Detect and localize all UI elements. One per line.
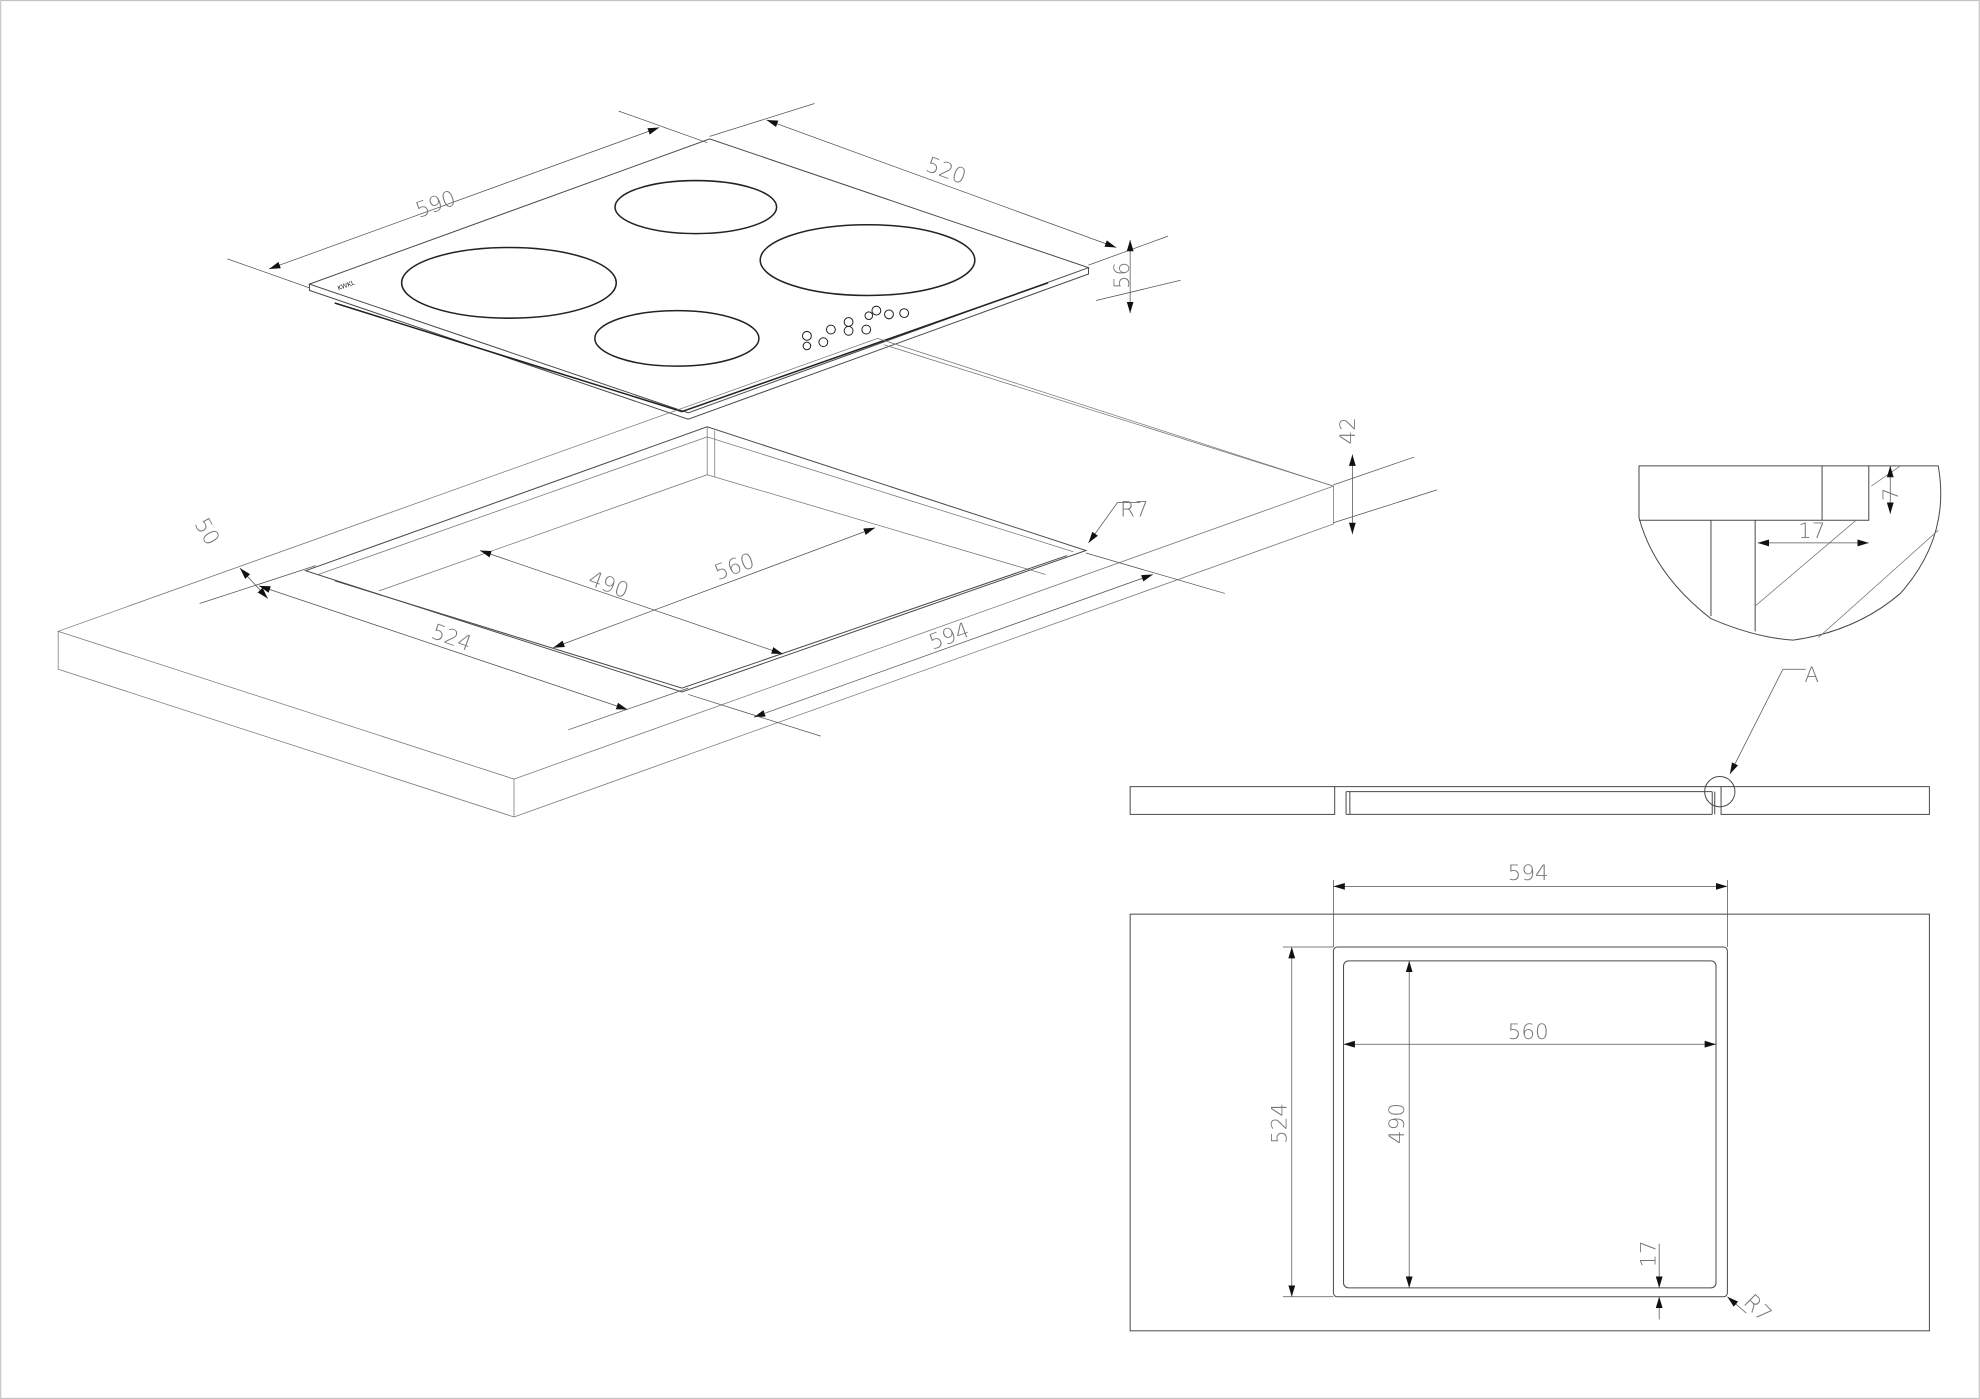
detail-a-outline	[1638, 465, 1942, 641]
hob-width-label: 590	[412, 186, 459, 223]
iso-cutout-width-label: 594	[926, 618, 973, 655]
plan-cutout-depth-label: 524	[1268, 1103, 1293, 1144]
worktop-isometric: 42 R7 50 490 560 524 594	[57, 337, 1438, 818]
edge-offset-label: 50	[189, 514, 224, 550]
touch-controls	[801, 305, 910, 351]
inner-opening	[1343, 960, 1717, 1289]
plan-corner-radius-label: R7	[1738, 1290, 1776, 1328]
detail-callout-label: A	[1804, 663, 1819, 688]
burner-right	[759, 223, 976, 297]
iso-inner-depth-label: 490	[585, 567, 632, 604]
plan-rebate-label: 17	[1636, 1240, 1661, 1267]
iso-cutout-depth-label: 524	[428, 620, 475, 657]
plan-cutout-width-label: 594	[1508, 861, 1549, 886]
worktop-section	[1129, 776, 1930, 815]
detail-a: 7 17 A	[1638, 465, 1942, 775]
burner-rear	[614, 179, 778, 235]
worktop-thickness-label: 42	[1336, 417, 1361, 444]
hob-depth-label: 520	[922, 152, 969, 189]
iso-corner-radius-label: R7	[1120, 497, 1149, 522]
iso-inner-width-label: 560	[711, 549, 758, 586]
detail-step-height-label: 7	[1879, 488, 1904, 502]
brand-mark: KWKL	[337, 279, 357, 292]
plan-inner-depth-label: 490	[1385, 1103, 1410, 1144]
detail-step-width-label: 17	[1798, 519, 1825, 544]
hob-isometric: KWKL 590 520 56	[227, 103, 1181, 420]
burner-left	[400, 246, 618, 319]
cutout	[304, 426, 1088, 693]
worktop-outline	[1129, 913, 1930, 1332]
hob-height-label: 56	[1110, 262, 1135, 289]
cutout-outline	[1332, 946, 1728, 1298]
worktop-top-face	[57, 337, 1335, 780]
plan-inner-width-label: 560	[1508, 1020, 1549, 1045]
burner-front	[594, 309, 760, 367]
plan-view: 594 560 524 490 17 R7	[1129, 861, 1930, 1332]
